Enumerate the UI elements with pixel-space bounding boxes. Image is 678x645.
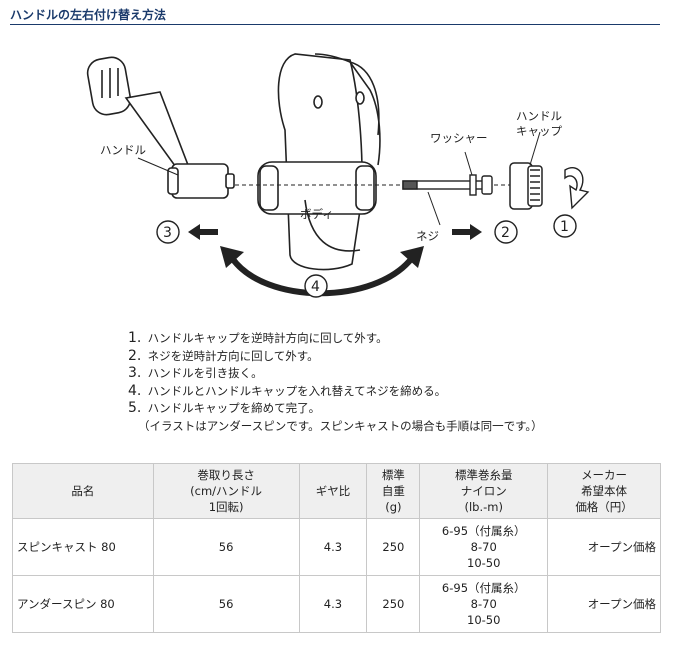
- table-row: スピンキャスト 80 56 4.3 250 6-95（付属糸） 8-70 10-…: [12, 518, 661, 576]
- header-line-capacity: 標準巻糸量 ナイロン (lb.-m): [419, 463, 549, 519]
- instruction-text: ハンドルを引き抜く。: [147, 366, 263, 380]
- instruction-step: 3. ハンドルを引き抜く。: [128, 365, 263, 381]
- instruction-text: ハンドルとハンドルキャップを入れ替えてネジを締める。: [147, 383, 447, 398]
- cell-weight: 250: [366, 518, 421, 576]
- step-4-circle: [304, 274, 328, 298]
- instruction-text: ハンドルキャップを締めて完了。: [147, 401, 321, 415]
- page-title: ハンドルの左右付け替え方法: [10, 8, 167, 22]
- cell-name: アンダースピン 80: [12, 575, 154, 633]
- washer-illustration: [469, 174, 477, 196]
- cell-gear-ratio: 4.3: [298, 518, 368, 576]
- step-2-arrow: [452, 224, 482, 240]
- cell-line-capacity: 6-95（付属糸） 8-70 10-50: [419, 518, 549, 576]
- step-4-number: 4: [311, 279, 320, 295]
- header-name: 品名: [12, 463, 154, 519]
- header-retrieve: 巻取り長さ (cm/ハンドル 1回転): [152, 463, 300, 519]
- header-gear-ratio: ギヤ比: [298, 463, 368, 519]
- step-2-number: 2: [501, 225, 510, 241]
- header-price: メーカー 希望本体 価格（円）: [547, 463, 661, 519]
- step-1-circle: [553, 214, 577, 238]
- handle-cap-illustration: [509, 162, 543, 210]
- table-header-row: 品名 巻取り長さ (cm/ハンドル 1回転) ギヤ比 標準 自重 (g) 標準巻…: [12, 463, 661, 519]
- step-3-circle: [156, 220, 180, 244]
- label-screw: ネジ: [416, 229, 439, 243]
- cell-retrieve: 56: [152, 518, 300, 576]
- instruction-step: 1. ハンドルキャップを逆時計方向に回して外す。: [128, 330, 388, 346]
- cell-gear-ratio: 4.3: [298, 575, 368, 633]
- label-handle-cap-1: ハンドル: [516, 109, 562, 123]
- step-4-arrowhead-right: [400, 246, 424, 268]
- instruction-step: 2. ネジを逆時計方向に回して外す。: [128, 347, 319, 364]
- header-weight: 標準 自重 (g): [366, 463, 421, 519]
- instruction-text: ハンドルキャップを逆時計方向に回して外す。: [147, 331, 388, 345]
- cell-name: スピンキャスト 80: [12, 518, 154, 576]
- label-handle: ハンドル: [100, 143, 146, 157]
- label-leaders: [137, 131, 541, 226]
- title-divider: [10, 24, 660, 25]
- step-3-arrow: [188, 224, 218, 240]
- handle-illustration: [86, 56, 235, 199]
- step-2-circle: [494, 220, 518, 244]
- cell-weight: 250: [366, 575, 421, 633]
- instruction-text: ネジを逆時計方向に回して外す。: [147, 348, 319, 363]
- cell-retrieve: 56: [152, 575, 300, 633]
- label-washer: ワッシャー: [430, 131, 488, 145]
- step-1-number: 1: [560, 219, 569, 235]
- cell-price: オープン価格: [547, 575, 661, 633]
- step-4-arrowhead-left: [220, 246, 244, 268]
- step-3-number: 3: [163, 225, 172, 241]
- label-handle-cap-2: キャップ: [516, 124, 562, 138]
- instruction-step: 5. ハンドルキャップを締めて完了。: [128, 400, 321, 416]
- screw-illustration: [402, 175, 493, 195]
- illustration-note: （イラストはアンダースピンです。スピンキャストの場合も手順は同一です。）: [138, 418, 543, 433]
- instruction-step: 4. ハンドルとハンドルキャップを入れ替えてネジを締める。: [128, 382, 447, 399]
- handle-swap-diagram: ハンドル ワッシャー ハンドル キャップ ボディ ネジ 3 2 1 4: [86, 53, 590, 298]
- spec-table: 品名 巻取り長さ (cm/ハンドル 1回転) ギヤ比 標準 自重 (g) 標準巻…: [12, 463, 661, 633]
- cell-line-capacity: 6-95（付属糸） 8-70 10-50: [419, 575, 549, 633]
- rotate-arrow: [564, 167, 590, 210]
- instruction-list: 1. ハンドルキャップを逆時計方向に回して外す。 2. ネジを逆時計方向に回して…: [128, 330, 543, 435]
- cell-price: オープン価格: [547, 518, 661, 576]
- table-row: アンダースピン 80 56 4.3 250 6-95（付属糸） 8-70 10-…: [12, 575, 661, 633]
- reel-body-illustration: [257, 53, 381, 271]
- label-body: ボディ: [300, 207, 334, 221]
